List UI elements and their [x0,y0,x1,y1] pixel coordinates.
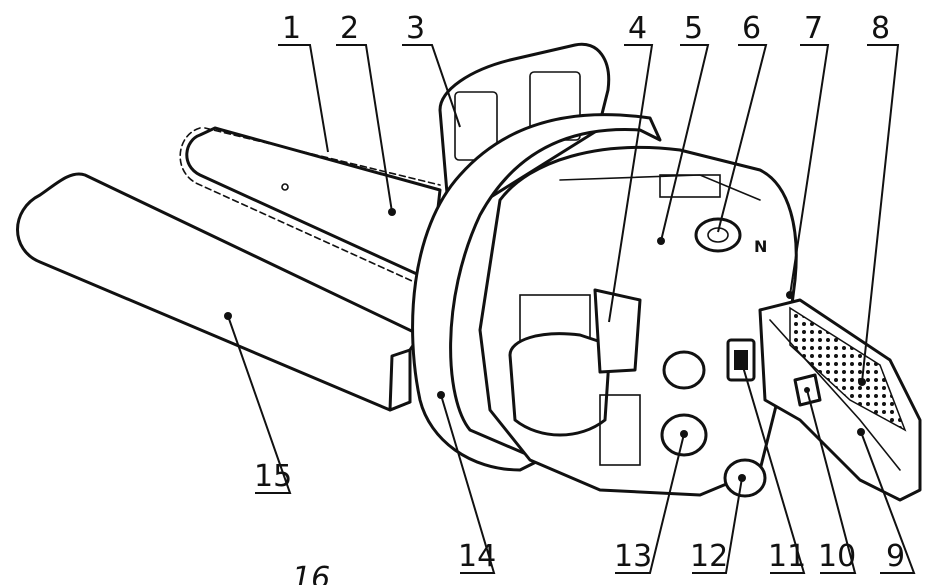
callouts-top: 1 2 3 4 5 6 7 8 [282,11,890,46]
callout-9: 9 [886,539,905,574]
svg-text:N: N [754,237,767,256]
callout-6: 6 [742,11,761,46]
leader-lines [227,44,916,574]
callout-7: 7 [804,11,823,46]
callout-10: 10 [818,539,856,574]
callouts-bottom: 15 14 13 12 11 10 9 [254,459,905,574]
engine-body: N [478,146,798,498]
callout-11: 11 [768,539,806,574]
callout-3: 3 [406,11,425,46]
callout-12: 12 [690,539,728,574]
callout-2: 2 [340,11,359,46]
callout-8: 8 [871,11,890,46]
rear-grip [758,291,922,502]
callout-14: 14 [458,539,496,574]
stray-mark-16: 16 [292,561,330,585]
callout-13: 13 [614,539,652,574]
callout-1: 1 [282,11,301,46]
callout-5: 5 [684,11,703,46]
callout-15: 15 [254,459,292,494]
callout-4: 4 [628,11,647,46]
bar-cover [16,172,422,412]
